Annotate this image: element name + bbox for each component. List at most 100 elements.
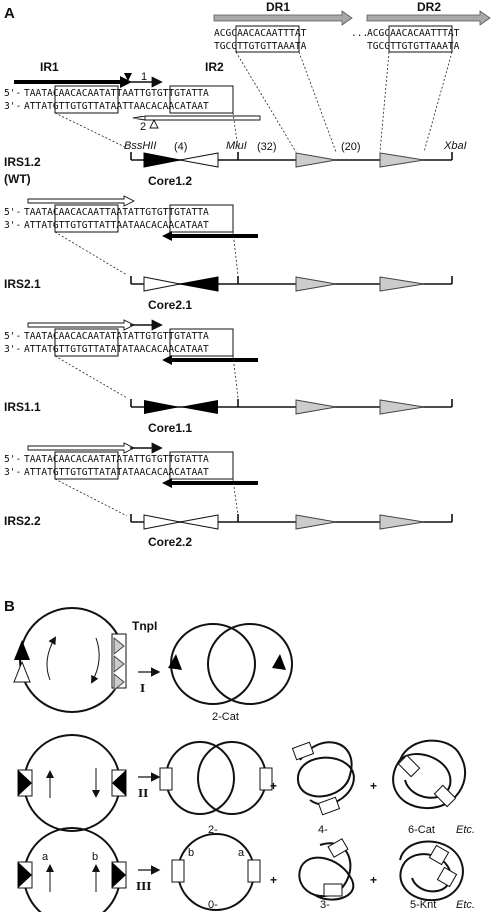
tnpi-label: TnpI <box>132 619 157 633</box>
bsshii-label: BssHII <box>124 140 156 152</box>
mlui-label: MluI <box>226 140 247 152</box>
irs22-seq-bottom: ATTATGTTGTGTTATATATAACACAACATAAT <box>24 467 209 478</box>
wt-seq-bottom: ATTATGTTGTGTTATAATTAACACAACATAAT <box>24 101 209 112</box>
irs21-right-box <box>169 204 234 233</box>
cut-label-1: 1 <box>141 71 147 83</box>
dr2-triangle <box>379 152 425 168</box>
irs11-left-box <box>54 328 119 357</box>
xbai-label: XbaI <box>443 140 467 152</box>
row3-product-0-site-b: b <box>188 847 194 859</box>
panel-a-label: A <box>4 5 15 22</box>
row3-site-a-label: a <box>42 851 49 863</box>
irs22-bottom-arrow <box>162 478 258 488</box>
row3-product-2-label: 3- <box>320 899 330 911</box>
row3-product-5 <box>399 840 464 902</box>
gap-20-label: (20) <box>341 141 361 153</box>
row3-plus-2: + <box>370 873 377 887</box>
row2-etc: Etc. <box>456 824 475 836</box>
cleavage-marker-1 <box>124 73 163 88</box>
dr2-arrow <box>366 10 491 26</box>
irs21-name: IRS2.1 <box>4 277 41 291</box>
irs12-subtitle: (WT) <box>4 172 31 186</box>
wt-seq-top: TAATACAACACAATATTAATTGTGTTGTATTA <box>24 88 209 99</box>
irs12-map <box>130 152 453 168</box>
wt-ir1-box <box>54 85 119 114</box>
irs21-seq-top: TAATACAACACAATTAATATTGTGTTGTATTA <box>24 207 209 218</box>
ir2-open-arrow <box>132 115 261 121</box>
irs22-right-box <box>169 451 234 480</box>
row1-substrate-circle <box>13 607 127 713</box>
irs22-left-box <box>54 451 119 480</box>
irs11-3prime: 3'- <box>4 344 21 355</box>
dr1-box <box>235 25 300 53</box>
row2-plus-2: + <box>370 779 377 793</box>
irs22-seq-top: TAATACAACACAATATATATTGTGTTGTATTA <box>24 454 209 465</box>
row2-product-3-label: 6-Cat <box>408 824 435 836</box>
row1-roman: I <box>140 682 145 695</box>
irs11-top-arrow <box>27 319 163 331</box>
irs11-right-box <box>169 328 234 357</box>
dr1-triangle <box>295 152 337 168</box>
cleavage-marker-2 <box>149 118 159 129</box>
row2-product-2 <box>159 741 273 815</box>
row3-plus-1: + <box>270 873 277 887</box>
dr-ellipsis: ... <box>351 28 368 39</box>
row3-etc: Etc. <box>456 899 475 911</box>
core22-label: Core2.2 <box>148 535 192 549</box>
row2-product-2-label: 4- <box>318 824 328 836</box>
irs21-map <box>130 276 453 292</box>
irs11-name: IRS1.1 <box>4 400 41 414</box>
gap-4-label: (4) <box>174 141 187 153</box>
panel-b-label: B <box>4 598 15 615</box>
irs22-5prime: 5'- <box>4 454 21 465</box>
wt-3prime: 3'- <box>4 101 21 112</box>
row3-product-0-site-a: a <box>238 847 245 859</box>
row2-product-6 <box>392 739 466 810</box>
dr1-arrow <box>213 10 353 26</box>
row3-product-0 <box>171 833 261 911</box>
irs21-5prime: 5'- <box>4 207 21 218</box>
cut-label-2: 2 <box>140 121 146 133</box>
irs21-bottom-arrow <box>162 231 258 241</box>
row3-site-b-label: b <box>92 851 98 863</box>
dr1-label: DR1 <box>266 0 290 14</box>
irs21-seq-bottom: ATTATGTTGTGTTATTAATAACACAACATAAT <box>24 220 209 231</box>
dr2-box <box>388 25 453 53</box>
dr1-seq-top: ACGCAACACAATTTAT <box>214 28 307 39</box>
dr2-label: DR2 <box>417 0 441 14</box>
row3-roman: III <box>136 880 151 893</box>
core12-label: Core1.2 <box>148 174 192 188</box>
irs21-3prime: 3'- <box>4 220 21 231</box>
ir1-arrow <box>14 76 132 88</box>
irs22-map <box>130 514 453 530</box>
row2-product-4 <box>291 741 355 816</box>
row3-product-1-label: 0- <box>208 899 218 911</box>
row2-roman: II <box>138 787 148 800</box>
irs12-name: IRS1.2 <box>4 155 41 169</box>
irs11-5prime: 5'- <box>4 331 21 342</box>
irs11-seq-top: TAATACAACACAATATATATTGTGTTGTATTA <box>24 331 209 342</box>
irs11-map <box>130 399 453 415</box>
row3-product-3-label: 5-Knt <box>410 899 436 911</box>
ir2-label: IR2 <box>205 60 224 74</box>
irs22-3prime: 3'- <box>4 467 21 478</box>
row2-substrate-circle <box>17 734 127 832</box>
wt-5prime: 5'- <box>4 88 21 99</box>
row1-product-label: 2-Cat <box>212 711 239 723</box>
irs22-name: IRS2.2 <box>4 514 41 528</box>
ir1-label: IR1 <box>40 60 59 74</box>
row3-product-3 <box>298 838 355 901</box>
core-ir1-black-triangle <box>143 152 181 168</box>
irs21-top-arrow <box>27 195 136 207</box>
dr2-seq-bottom: TGCGTTGTGTTAAATA <box>367 41 460 52</box>
gap-32-label: (32) <box>257 141 277 153</box>
core-ir2-white-triangle <box>179 152 219 168</box>
irs21-left-box <box>54 204 119 233</box>
irs11-bottom-arrow <box>162 355 258 365</box>
row1-catenane <box>168 623 293 705</box>
core11-label: Core1.1 <box>148 421 192 435</box>
row2-product-1-label: 2- <box>208 824 218 836</box>
wt-ir2-box <box>169 85 234 114</box>
dr1-seq-bottom: TGCGTTGTGTTAAATA <box>214 41 307 52</box>
